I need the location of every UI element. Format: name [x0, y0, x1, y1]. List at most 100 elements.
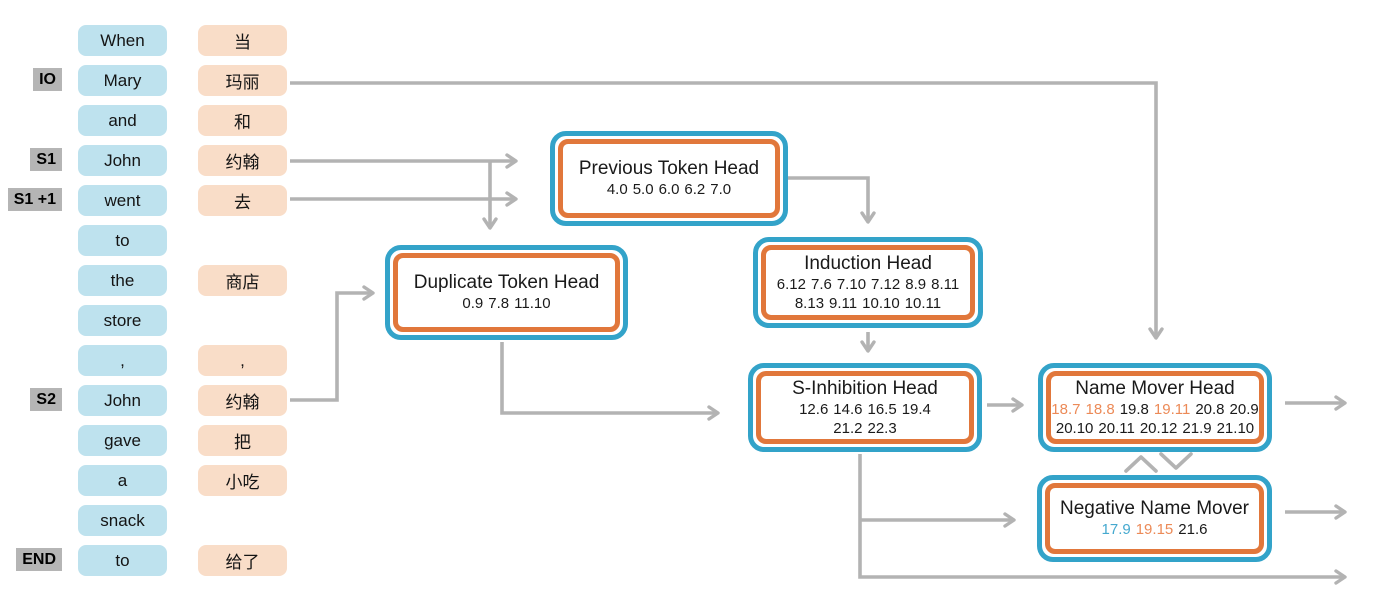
head-number: 19.4	[901, 400, 931, 418]
token-box-chinese: 约翰	[198, 385, 287, 416]
row-label-io: IO	[0, 68, 62, 91]
head-number: 19.8	[1119, 400, 1149, 418]
head-number: 18.7	[1051, 400, 1081, 418]
token-box-chinese: 当	[198, 25, 287, 56]
token-box-english: went	[78, 185, 167, 216]
head-number: 17.9	[1101, 521, 1131, 538]
token-box-english: John	[78, 145, 167, 176]
token-box-chinese: 约翰	[198, 145, 287, 176]
row-label-s1+1: S1 +1	[0, 188, 62, 211]
token-box-english: Mary	[78, 65, 167, 96]
token-box-english: the	[78, 265, 167, 296]
token-box-english: a	[78, 465, 167, 496]
head-number: 21.2	[833, 419, 863, 437]
token-box-chinese: ,	[198, 345, 287, 376]
head-number: 7.12	[871, 275, 901, 293]
head-title: Negative Name Mover	[1059, 498, 1250, 519]
token-box-chinese: 商店	[198, 265, 287, 296]
token-box-chinese: 给了	[198, 545, 287, 576]
head-number: 0.9	[462, 295, 484, 312]
token-box-chinese: 把	[198, 425, 287, 456]
row-label-s2: S2	[0, 388, 62, 411]
token-box-english: snack	[78, 505, 167, 536]
arrow-up-chevron-negative-to-name-mover	[1124, 455, 1158, 473]
row-label-end: END	[0, 548, 62, 571]
head-number: 6.0	[658, 181, 680, 198]
head-number: 22.3	[867, 419, 897, 437]
head-number: 21.6	[1178, 521, 1208, 538]
head-number: 7.6	[810, 275, 832, 293]
token-box-english: to	[78, 545, 167, 576]
head-number: 20.8	[1195, 400, 1225, 418]
head-number: 19.11	[1153, 400, 1191, 418]
token-box-english: gave	[78, 425, 167, 456]
token-box-chinese: 和	[198, 105, 287, 136]
head-number: 7.8	[488, 295, 510, 312]
token-box-english: ,	[78, 345, 167, 376]
arrow-duplicate-token-to-s-inhibition	[500, 342, 720, 421]
head-number: 12.6	[799, 400, 829, 418]
head-number: 11.10	[514, 295, 551, 312]
token-box-chinese: 小吃	[198, 465, 287, 496]
head-number: 7.10	[836, 275, 867, 293]
arrow-io-to-name-mover	[290, 81, 1164, 340]
head-title: Duplicate Token Head	[413, 272, 600, 293]
head-number: 20.11	[1098, 419, 1135, 437]
head-number: 10.10	[862, 294, 900, 312]
head-title: Name Mover Head	[1075, 377, 1235, 399]
token-box-chinese: 玛丽	[198, 65, 287, 96]
head-number: 8.9	[905, 275, 927, 293]
token-box-english: and	[78, 105, 167, 136]
head-number: 21.10	[1216, 419, 1255, 437]
head-number: 20.12	[1139, 419, 1178, 437]
head-number: 21.9	[1182, 419, 1212, 437]
head-number: 7.0	[710, 181, 732, 198]
token-box-chinese: 去	[198, 185, 287, 216]
head-number: 14.6	[833, 400, 863, 418]
arrow-previous-token-to-induction	[788, 176, 876, 224]
arrow-down-chevron-name-mover-to-negative	[1159, 452, 1193, 470]
arrow-s-inhibition-to-output-bottom	[858, 454, 1347, 585]
head-number: 8.13	[794, 294, 825, 312]
head-number: 20.10	[1055, 419, 1094, 437]
token-box-english: When	[78, 25, 167, 56]
token-box-english: store	[78, 305, 167, 336]
arrow-s2-to-duplicate-token-head	[290, 285, 375, 402]
head-title: S-Inhibition Head	[792, 377, 938, 399]
token-box-english: John	[78, 385, 167, 416]
head-number: 20.9	[1229, 400, 1259, 418]
head-number: 10.11	[904, 294, 942, 312]
head-number: 16.5	[867, 400, 897, 418]
token-box-english: to	[78, 225, 167, 256]
head-number: 8.11	[931, 275, 960, 293]
head-number: 5.0	[632, 181, 654, 198]
